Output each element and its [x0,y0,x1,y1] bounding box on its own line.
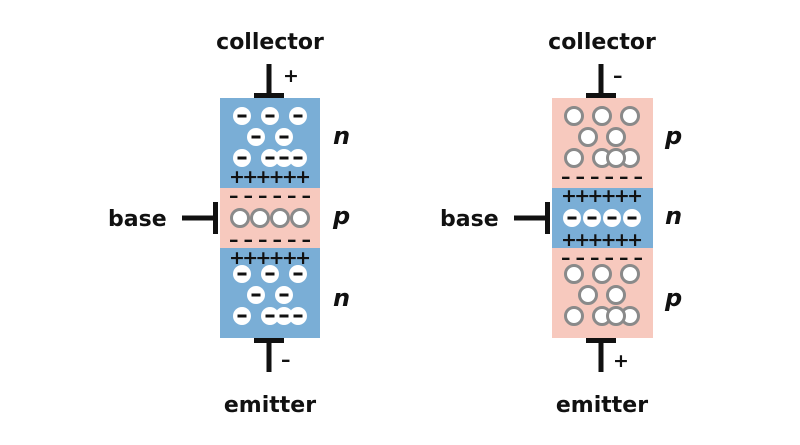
pnp-hole-2-1 [592,264,612,284]
pnp-base-label: base [440,207,499,232]
npn-electron-2-7-minus [293,314,303,318]
pnp-edge-charge-collector: – – – – – – [561,166,643,188]
npn-transistor: + collector – emitter base n p n + + + +… [108,30,350,418]
npn-electron-0-0-minus [237,114,247,118]
pnp-edge-charge-base-top: + + + + + + [561,185,643,207]
pnp-hole-2-4 [606,285,626,305]
pnp-electron-1-3-minus [627,216,637,220]
pnp-collector-label: collector [548,30,656,55]
npn-electron-0-7-minus [293,156,303,160]
npn-region-letter-bottom: n [333,284,350,312]
pnp-edge-charge-emitter: – – – – – – [561,247,643,269]
npn-electron-0-3-minus [251,135,261,139]
npn-emitter-label: emitter [224,393,316,418]
npn-emitter-polarity: – [281,349,291,371]
pnp-region-letter-bottom: p [664,284,682,312]
npn-electron-0-1-minus [265,114,275,118]
npn-edge-charge-emitter: + + + + + + [229,247,311,269]
pnp-collector-polarity: – [613,65,623,87]
pnp-hole-0-1 [592,106,612,126]
pnp-hole-2-0 [564,264,584,284]
npn-electron-0-4-minus [279,135,289,139]
pnp-electron-1-0-minus [567,216,577,220]
npn-hole-1-2 [270,208,290,228]
npn-electron-2-1-minus [265,272,275,276]
npn-region-letter-top: n [333,122,350,150]
pnp-emitter-polarity: + [613,350,629,372]
pnp-transistor: – collector + emitter base p n p – – – –… [440,30,682,418]
npn-electron-2-6-minus [265,314,275,318]
npn-electron-2-3-minus [251,293,261,297]
pnp-hole-2-2 [620,264,640,284]
npn-hole-1-1 [250,208,270,228]
pnp-electron-1-2-minus [607,216,617,220]
npn-base-label: base [108,207,167,232]
pnp-hole-0-8 [606,148,626,168]
npn-hole-1-0 [230,208,250,228]
npn-electron-0-6-minus [265,156,275,160]
npn-electron-0-5-minus [237,156,247,160]
pnp-carriers [563,106,641,326]
npn-electron-0-2-minus [293,114,303,118]
npn-electron-2-4-minus [279,293,289,297]
npn-carriers [230,107,310,325]
npn-electron-0-8-minus [279,156,289,160]
pnp-hole-2-3 [578,285,598,305]
pnp-region-letter-top: p [664,122,682,150]
pnp-emitter-label: emitter [556,393,648,418]
npn-electron-2-0-minus [237,272,247,276]
npn-edge-charge-base-bottom: – – – – – – [229,229,311,251]
pnp-region-letter-middle: n [665,202,682,230]
pnp-hole-0-0 [564,106,584,126]
pnp-hole-0-5 [564,148,584,168]
npn-electron-2-2-minus [293,272,303,276]
pnp-hole-0-4 [606,127,626,147]
npn-collector-label: collector [216,30,324,55]
npn-electron-2-5-minus [237,314,247,318]
pnp-edge-charge-base-bottom: + + + + + + [561,229,643,251]
npn-region-letter-middle: p [332,202,350,230]
pnp-hole-0-3 [578,127,598,147]
npn-collector-polarity: + [283,65,299,87]
npn-edge-charge-collector: + + + + + + [229,166,311,188]
pnp-hole-0-2 [620,106,640,126]
pnp-electron-1-1-minus [587,216,597,220]
npn-edge-charge-base-top: – – – – – – [229,185,311,207]
npn-electron-2-8-minus [279,314,289,318]
npn-hole-1-3 [290,208,310,228]
pnp-hole-2-8 [606,306,626,326]
pnp-hole-2-5 [564,306,584,326]
